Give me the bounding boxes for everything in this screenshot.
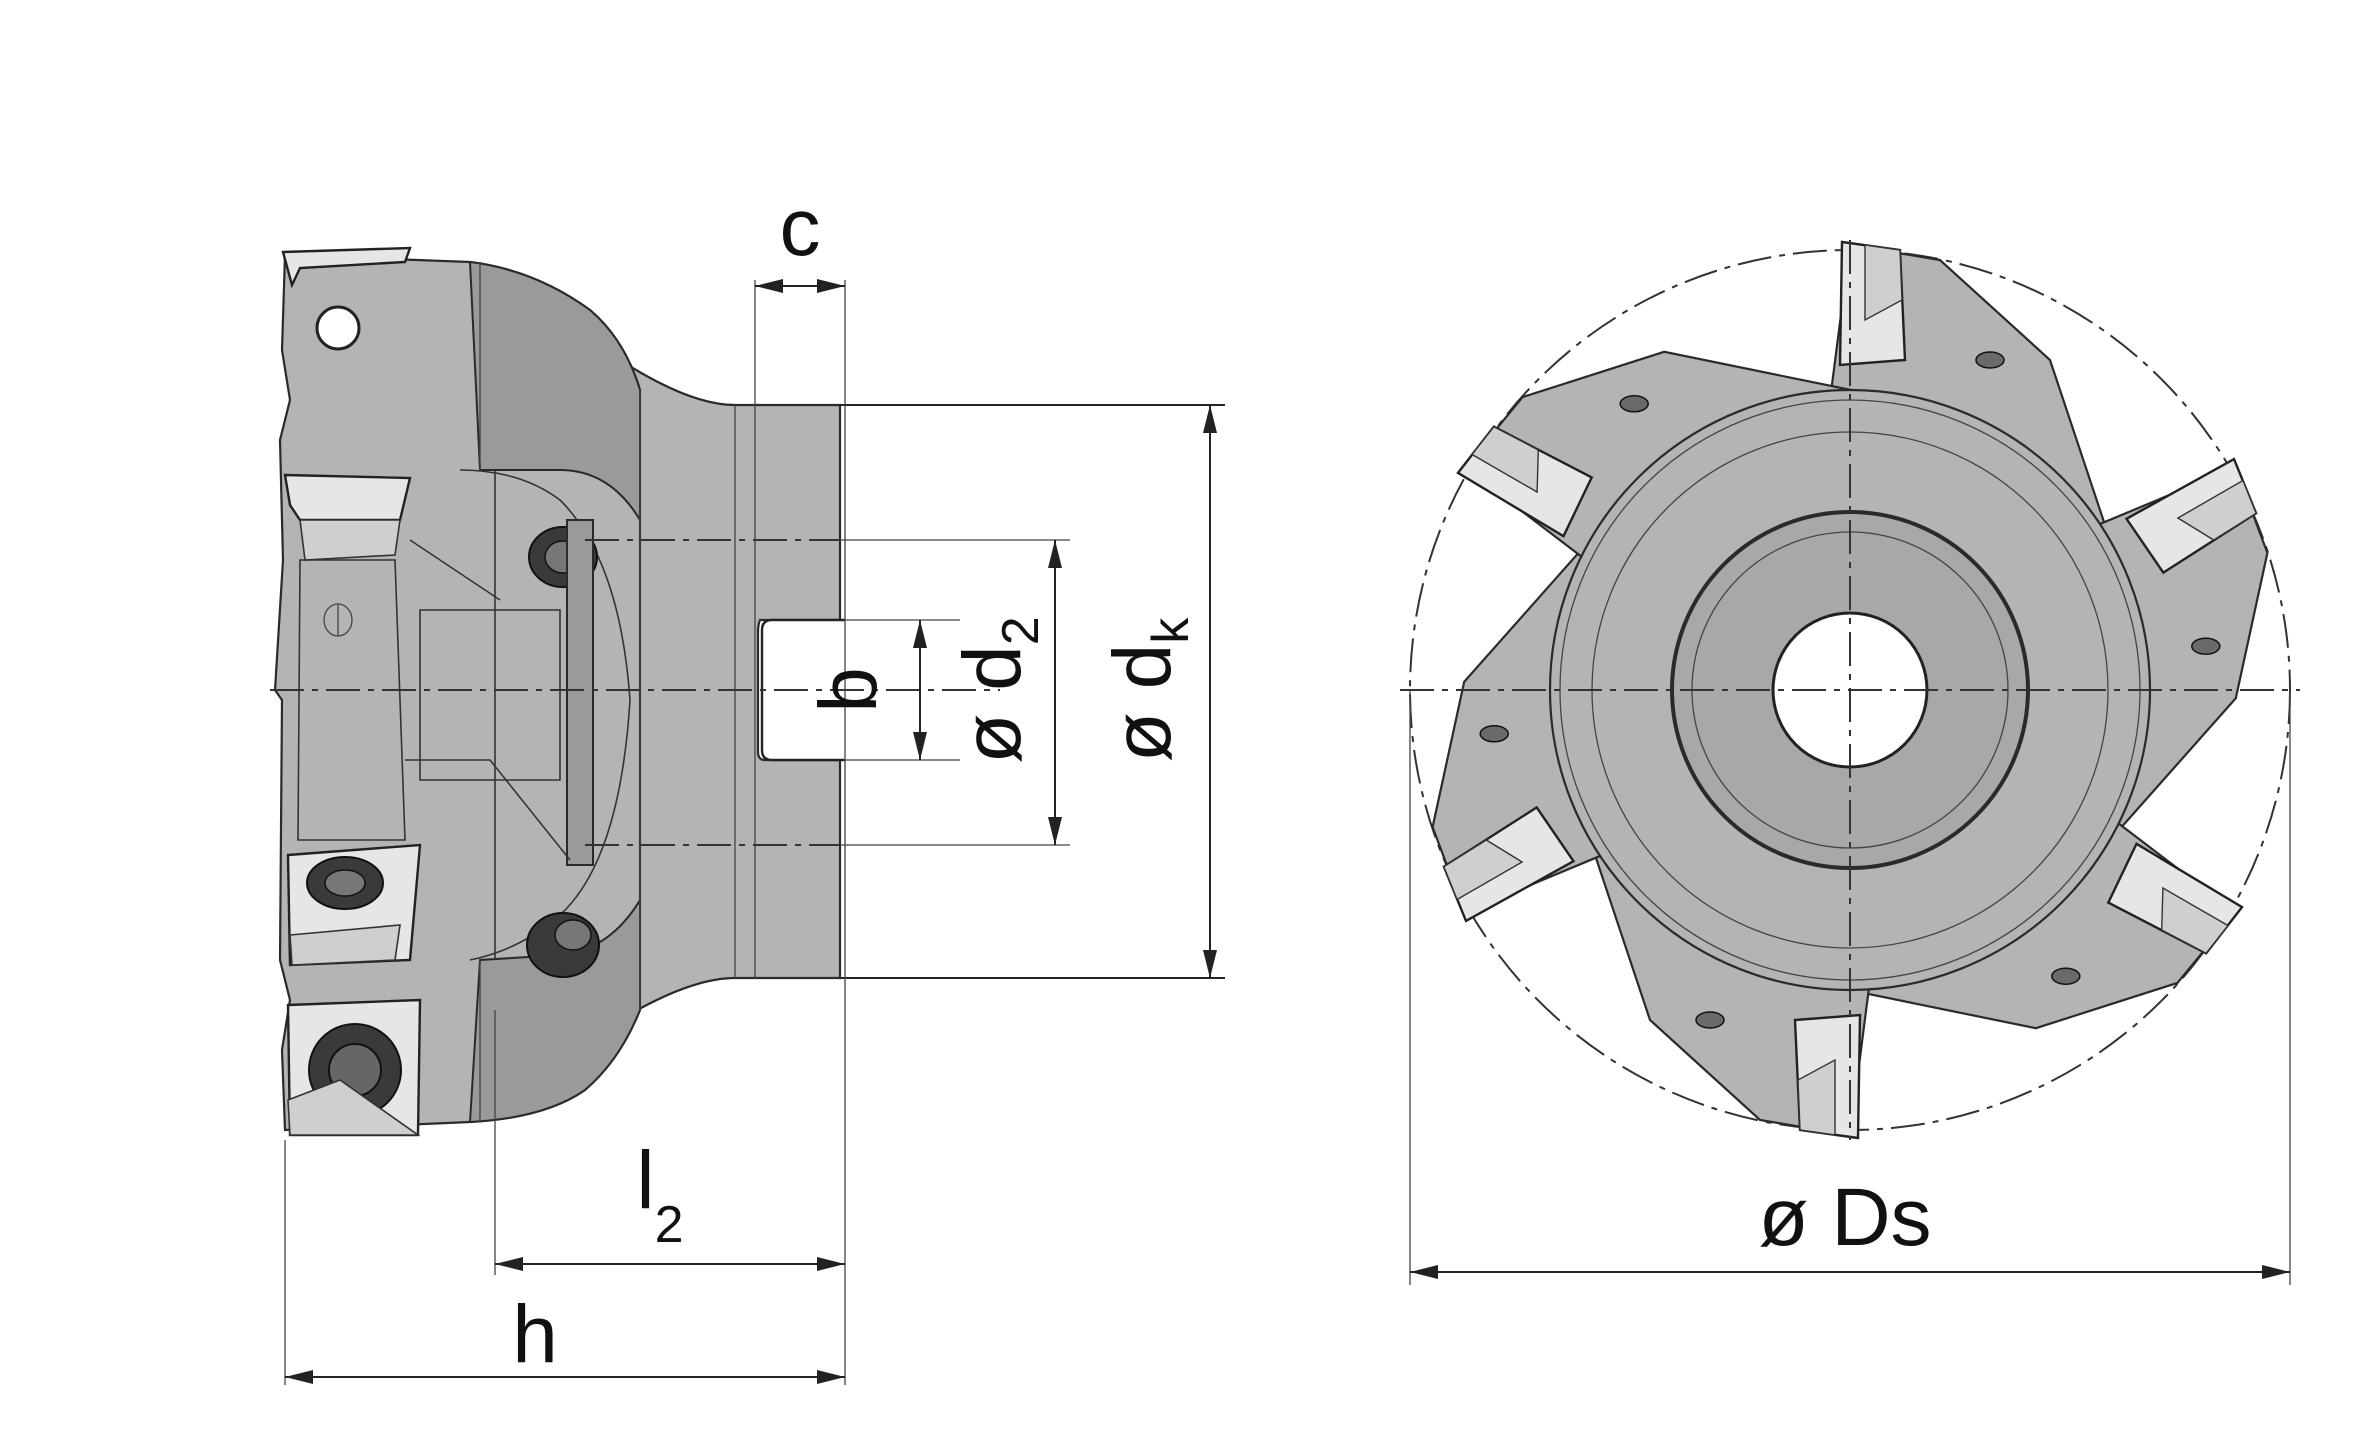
label-c: c — [780, 182, 821, 273]
front-insert-facet — [1864, 244, 1903, 322]
label-dk: ø dk — [1097, 617, 1200, 762]
front-inserts — [1442, 240, 2258, 1140]
front-coolant-nozzle — [1479, 725, 1509, 743]
side-top-screw-hole — [315, 305, 361, 351]
front-insert-facet — [1797, 1058, 1836, 1136]
front-coolant-nozzle — [1695, 1011, 1725, 1029]
front-view: ø Ds — [1400, 240, 2300, 1285]
front-coolant-nozzle — [2051, 967, 2081, 985]
upper-chip-pocket — [468, 260, 641, 524]
label-l2: l2 — [636, 1135, 683, 1254]
side-view: c b ø d2 ø dk l2 h — [270, 182, 1225, 1385]
front-coolant-nozzle — [2191, 637, 2221, 655]
front-coolant-nozzle — [1619, 395, 1649, 413]
side-insert-upper — [283, 473, 412, 522]
front-insert-facet — [2160, 886, 2229, 955]
front-insert-facet — [1443, 839, 1524, 901]
side-insert-top — [281, 246, 412, 289]
front-coolant-nozzle — [1975, 351, 2005, 369]
front-insert-facet — [2176, 479, 2257, 541]
label-h: h — [512, 1289, 558, 1380]
label-d2: ø d2 — [947, 616, 1050, 763]
label-b: b — [803, 667, 894, 713]
front-insert-facet — [1471, 425, 1540, 494]
coolant-channel — [566, 519, 594, 866]
label-Ds: ø Ds — [1758, 1172, 1931, 1263]
